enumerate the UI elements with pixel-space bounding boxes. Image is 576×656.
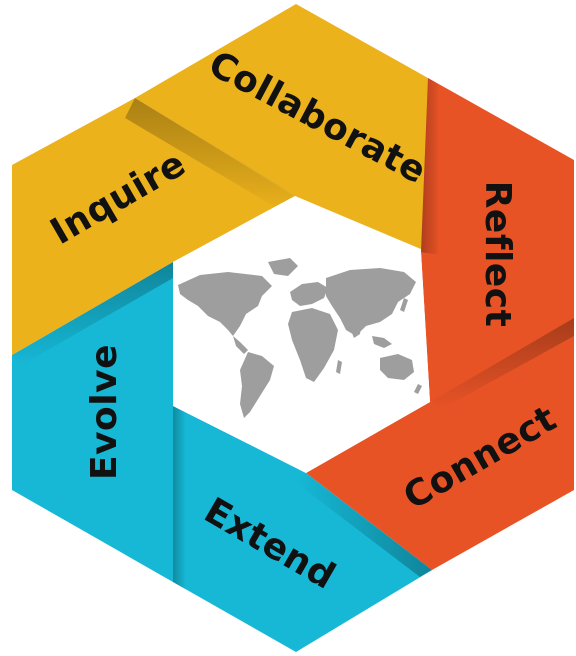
world-map xyxy=(178,258,422,418)
segment-connect xyxy=(306,318,574,570)
segment-reflect xyxy=(421,78,574,402)
fold-shadow-connect xyxy=(430,318,574,410)
map-africa xyxy=(288,308,338,382)
segment-collaborate xyxy=(135,4,428,252)
fold-shadow-evolve xyxy=(173,406,186,590)
fold-shadow-inquire xyxy=(12,262,173,366)
map-south-america xyxy=(240,352,274,418)
map-australia xyxy=(380,354,414,380)
fold-shadow-reflect xyxy=(421,78,440,255)
map-japan xyxy=(400,298,408,312)
map-new-zealand xyxy=(414,384,422,394)
segment-extend xyxy=(173,406,432,652)
fold-shadow-collaborate xyxy=(125,98,296,214)
map-asia xyxy=(326,268,416,336)
map-india xyxy=(350,318,362,338)
map-greenland xyxy=(268,258,298,276)
fold-shadow-extend xyxy=(295,473,432,577)
label-reflect: Reflect xyxy=(477,181,518,328)
map-central-america xyxy=(233,336,248,354)
map-southeast-asia xyxy=(372,336,392,348)
label-evolve: Evolve xyxy=(84,344,125,480)
map-north-america xyxy=(178,272,272,336)
map-europe xyxy=(290,282,328,306)
map-madagascar xyxy=(336,360,342,374)
